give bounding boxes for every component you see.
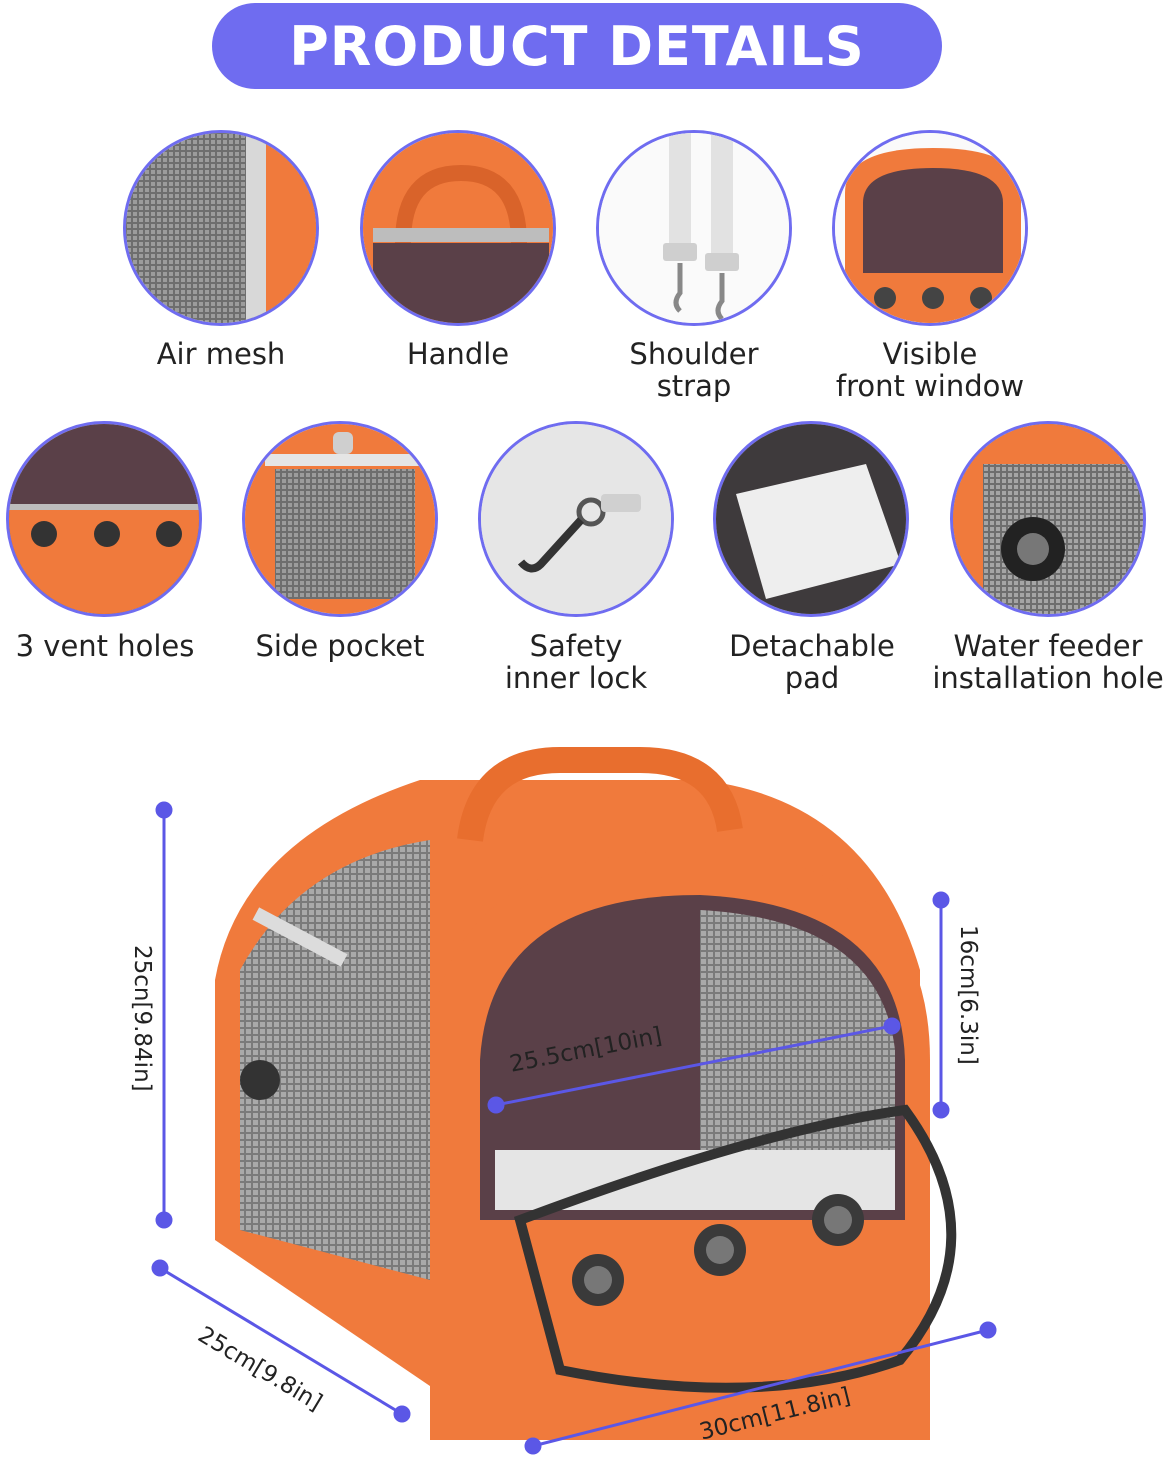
height-dimension-label: 25cn[9.84in]: [129, 945, 155, 1092]
window-height-dimension-label: 16cm[6.3in]: [955, 925, 981, 1065]
water-feeder-hole-image: [950, 421, 1146, 617]
feature-label-air-mesh: Air mesh: [156, 337, 286, 371]
feature-label-handle: Handle: [406, 337, 510, 371]
feature-label-detachable-pad: Detachable pad: [729, 629, 895, 695]
vent-holes-image: [6, 421, 202, 617]
carrier-illustration: [151, 747, 997, 1455]
feature-label-shoulder-strap: Shoulder strap: [629, 337, 759, 403]
feature-label-visible-front-window: Visible front window: [835, 337, 1025, 403]
shoulder-strap-image: [596, 130, 792, 326]
feature-label-vent-holes: 3 vent holes: [15, 629, 195, 663]
feature-label-side-pocket: Side pocket: [255, 629, 425, 663]
feature-label-safety-inner-lock: Safety inner lock: [504, 629, 648, 695]
side-pocket-image: [242, 421, 438, 617]
safety-inner-lock-image: [478, 421, 674, 617]
banner-title: PRODUCT DETAILS: [289, 14, 865, 78]
carrier-dimension-diagram: 25cn[9.84in] 16cm[6.3in] 25.5cm[10in] 25…: [0, 720, 1170, 1458]
detachable-pad-image: [713, 421, 909, 617]
handle-image: [360, 130, 556, 326]
visible-front-window-image: [832, 130, 1028, 326]
product-details-banner: PRODUCT DETAILS: [212, 3, 942, 89]
air-mesh-image: [123, 130, 319, 326]
feature-label-water-feeder-hole: Water feeder installation hole: [932, 629, 1164, 695]
